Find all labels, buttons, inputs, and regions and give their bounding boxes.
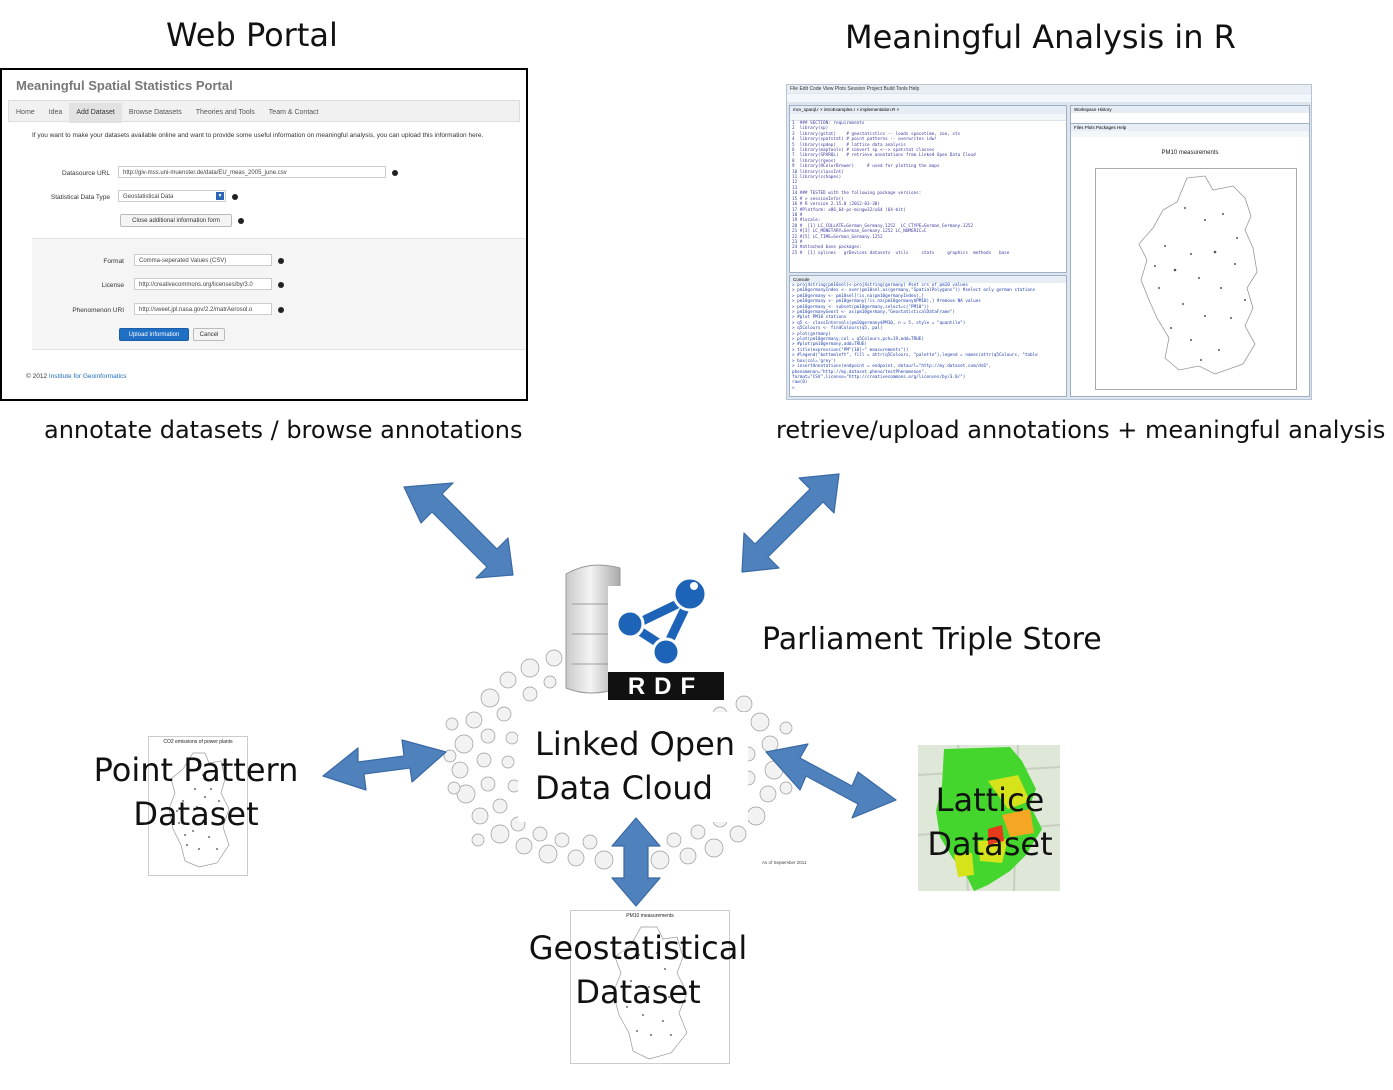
portal-title: Meaningful Spatial Statistics Portal	[16, 78, 233, 93]
additional-info-panel	[32, 238, 526, 350]
point-line-1: Point Pattern	[93, 751, 299, 789]
console-pane: Console > proj4string(pm10sel)<-proj4str…	[789, 275, 1067, 397]
console-output: > proj4string(pm10sel)<-proj4string(germ…	[792, 283, 1038, 391]
nav-browse-datasets[interactable]: Browse Datasets	[128, 109, 182, 116]
source-tabs: mcv_sparql.r × introExamples.r × impleme…	[790, 106, 1066, 114]
rstudio-screenshot: File Edit Code View Plots Session Projec…	[786, 84, 1312, 400]
lattice-thumbnail	[918, 745, 1060, 891]
server-rdf-icon: RDF	[565, 564, 724, 700]
arrow-r-store	[741, 473, 840, 573]
geo-map-icon	[612, 926, 688, 1060]
geostatistical-thumbnail: PM10 measurements	[570, 910, 730, 1064]
plot-tabs: Files Plots Packages Help	[1071, 124, 1309, 131]
cloud-footnote: As of September 2011	[762, 860, 807, 865]
nav-add-dataset[interactable]: Add Dataset	[69, 103, 122, 123]
germany-map-plot	[1095, 168, 1297, 390]
lod-label-box	[518, 712, 748, 822]
phenomenon-label: Phenomenon URI	[72, 307, 124, 314]
type-select[interactable]: Geostatistical Data	[118, 190, 226, 202]
type-label: Statistical Data Type	[50, 194, 110, 201]
lod-label: Linked Open Data Cloud	[535, 722, 735, 810]
nav-home[interactable]: Home	[16, 109, 35, 116]
close-info-button[interactable]: Close additional information form	[120, 214, 232, 227]
format-input[interactable]: Comma-seperated Values (CSV)	[134, 254, 272, 266]
portal-footer: © 2012 Institute for Geoinformatics	[26, 373, 127, 380]
format-label: Format	[103, 258, 124, 265]
nav-team-contact[interactable]: Team & Contact	[268, 109, 319, 116]
arrow-point-cloud	[322, 739, 447, 791]
web-portal-screenshot: Meaningful Spatial Statistics Portal Hom…	[0, 68, 528, 401]
footer-link[interactable]: Institute for Geoinformatics	[48, 373, 127, 380]
license-input[interactable]: http://creativecommons.org/licenses/by/3…	[134, 278, 272, 290]
upload-button[interactable]: Upload Information	[119, 328, 189, 341]
type-select-value: Geostatistical Data	[123, 194, 174, 200]
geo-line-2: Dataset	[575, 973, 701, 1011]
cancel-button[interactable]: Cancel	[193, 328, 225, 341]
plots-pane: Files Plots Packages Help PM10 measureme…	[1070, 123, 1310, 397]
rdf-label: RDF	[628, 673, 704, 700]
triple-store-label: Parliament Triple Store	[762, 622, 1102, 657]
analysis-r-title: Meaningful Analysis in R	[845, 18, 1236, 56]
workspace-tabs: Workspace History	[1071, 106, 1309, 113]
geo-thumb-title: PM10 measurements	[626, 913, 674, 919]
info-icon[interactable]	[278, 258, 284, 264]
plot-toolbar	[1071, 131, 1309, 137]
point-pattern-label: Point Pattern Dataset	[86, 748, 306, 836]
source-pane: mcv_sparql.r × introExamples.r × impleme…	[789, 105, 1067, 273]
license-label: License	[101, 282, 124, 289]
arrow-portal-store	[403, 482, 514, 579]
source-code: 1 ### SECTION: requirements 2 library(sp…	[792, 121, 1010, 256]
datasource-label: Datasource URL	[61, 170, 110, 177]
geo-line-1: Geostatistical	[528, 929, 748, 967]
geostatistical-label: Geostatistical Dataset	[520, 926, 756, 1014]
plot-title: PM10 measurements	[1161, 150, 1219, 156]
chevron-down-icon[interactable]: ▼	[216, 192, 224, 200]
rstudio-menu: File Edit Code View Plots Session Projec…	[787, 85, 1311, 93]
info-icon[interactable]	[278, 282, 284, 288]
analysis-r-caption: retrieve/upload annotations + meaningful…	[776, 416, 1386, 444]
lattice-map-icon	[918, 745, 1060, 891]
console-label: Console	[790, 276, 1066, 283]
source-toolbar	[790, 114, 1066, 121]
rstudio-toolbar	[787, 94, 1311, 102]
point-pattern-thumbnail: CO2 emissions of power plants	[148, 736, 248, 876]
info-icon[interactable]	[238, 218, 244, 224]
lattice-line-2: Dataset	[927, 825, 1053, 863]
info-icon[interactable]	[232, 194, 238, 200]
info-icon[interactable]	[278, 307, 284, 313]
web-portal-title: Web Portal	[166, 16, 338, 54]
point-line-2: Dataset	[133, 795, 259, 833]
datasource-input[interactable]: http://giv-mss.uni-muenster.de/data/EU_m…	[118, 166, 386, 178]
nav-theories-tools[interactable]: Theories and Tools	[195, 109, 255, 116]
point-thumb-title: CO2 emissions of power plants	[163, 739, 233, 745]
info-icon[interactable]	[392, 170, 398, 176]
lattice-line-1: Lattice	[935, 781, 1045, 819]
phenomenon-input[interactable]: http://sweet.jpl.nasa.gov/2.2/matrAeroso…	[134, 303, 272, 315]
portal-intro: If you want to make your datasets availa…	[32, 132, 484, 139]
lod-line-2: Data Cloud	[535, 769, 713, 807]
lattice-label: Lattice Dataset	[900, 778, 1080, 866]
point-map-icon	[168, 752, 230, 868]
footer-year: © 2012	[26, 373, 48, 380]
lod-line-1: Linked Open	[535, 725, 736, 763]
nav-idea[interactable]: Idea	[48, 109, 63, 116]
web-portal-caption: annotate datasets / browse annotations	[44, 416, 523, 444]
portal-nav: Home Idea Add Dataset Browse Datasets Theori…	[8, 100, 520, 123]
